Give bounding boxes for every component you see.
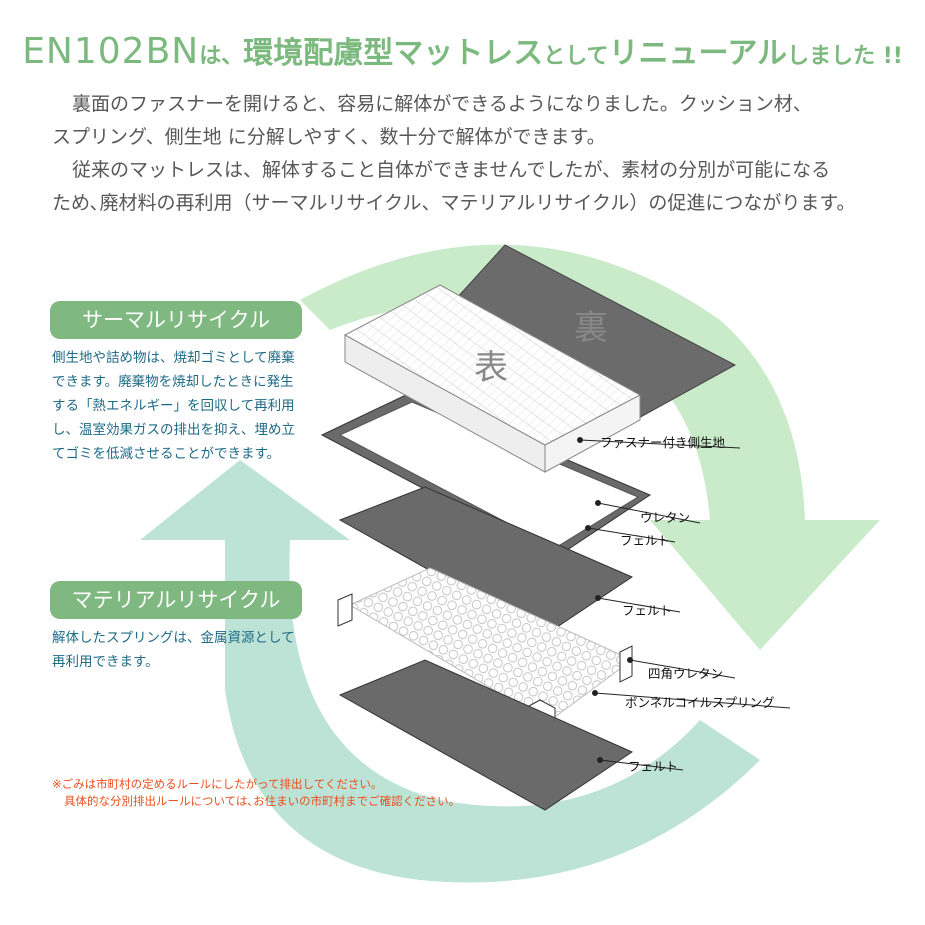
page-title: EN102BNは、環境配慮型マットレスとしてリニューアルしました !! xyxy=(0,28,925,72)
label-urethane: ウレタン xyxy=(640,510,691,525)
label-felt: フェルト xyxy=(622,603,673,618)
thermal-recycle-description: 側生地や詰め物は、焼却ゴミとして廃棄 できます。廃棄物を焼却したときに発生 する… xyxy=(52,346,295,466)
mattress-top xyxy=(343,284,642,446)
recycle-arrow-bottom xyxy=(140,460,760,883)
label-felt: フェルト xyxy=(620,533,671,548)
back-label: 裏 xyxy=(574,308,608,348)
label-bonnell-coil-spring: ボンネルコイルスプリング xyxy=(625,695,775,710)
disposal-note: ※ごみは市町村の定めるルールにしたがって排出してください。 具体的な分別排出ルー… xyxy=(52,776,460,810)
desc-line: てゴミを低減させることができます。 xyxy=(52,446,281,462)
intro-line: 従来のマットレスは、解体すること自体ができませんでしたが、素材の分別が可能になる xyxy=(72,159,831,181)
title-part: は、 xyxy=(199,44,244,69)
intro-text: 裏面のファスナーを開けると、容易に解体ができるようになりました。クッション材、 … xyxy=(52,88,892,220)
front-label: 表 xyxy=(474,348,508,388)
desc-line: 解体したスプリングは、金属資源として xyxy=(52,630,295,646)
desc-line: する「熱エネルギー」を回収して再利用 xyxy=(52,398,295,414)
desc-line: し、温室効果ガスの排出を抑え、埋め立 xyxy=(52,422,295,438)
title-part: として xyxy=(543,44,609,69)
material-recycle-description: 解体したスプリングは、金属資源として 再利用できます。 xyxy=(52,626,295,674)
intro-line: ため､廃材料の再利用（サーマルリサイクル、マテリアルリサイクル）の促進につながり… xyxy=(52,192,856,214)
title-part: 環境配慮型マットレス xyxy=(243,36,544,71)
recycle-arrow-top xyxy=(300,244,880,650)
desc-line: できます。廃棄物を焼却したときに発生 xyxy=(52,374,294,390)
label-felt: フェルト xyxy=(628,759,679,774)
square-urethane xyxy=(337,593,353,627)
model-name: EN102BN xyxy=(22,31,200,72)
title-part: リニューアル xyxy=(608,36,788,71)
material-recycle-heading: マテリアルリサイクル xyxy=(50,581,302,619)
thermal-recycle-heading: サーマルリサイクル xyxy=(50,301,302,339)
intro-line: スプリング、側生地 に分解しやすく、数十分で解体ができます。 xyxy=(52,126,606,148)
desc-line: 側生地や詰め物は、焼却ゴミとして廃棄 xyxy=(52,350,295,366)
note-line: ※ごみは市町村の定めるルールにしたがって排出してください。 xyxy=(52,777,383,791)
desc-line: 再利用できます。 xyxy=(52,654,159,670)
intro-line: 裏面のファスナーを開けると、容易に解体ができるようになりました。クッション材、 xyxy=(72,93,812,115)
label-square-urethane: 四角ウレタン xyxy=(648,666,724,681)
note-line: 具体的な分別排出ルールについては､お住まいの市町村までご確認ください。 xyxy=(64,794,461,808)
felt-sheet-bottom xyxy=(338,659,634,811)
label-zipper-fabric: ファスナー付き側生地 xyxy=(600,435,726,450)
title-part: しました !! xyxy=(787,44,903,69)
